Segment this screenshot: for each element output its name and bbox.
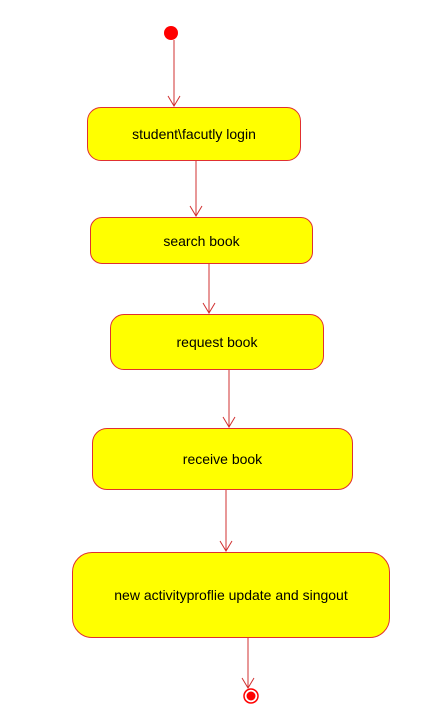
activity-label: search book	[163, 232, 240, 249]
edge-update-to-end	[241, 638, 255, 689]
activity-profile-update-signout: new activityproflie update and singout	[72, 552, 390, 638]
edge-start-to-login	[167, 40, 181, 107]
edge-receive-to-update	[219, 490, 233, 552]
final-node	[243, 688, 259, 704]
edge-login-to-search	[189, 161, 203, 217]
initial-node	[164, 26, 178, 40]
edge-search-to-request	[202, 264, 216, 314]
activity-student-faculty-login: student\facutly login	[87, 107, 301, 161]
activity-label: receive book	[182, 451, 263, 467]
activity-request-book: request book	[110, 314, 324, 370]
edge-request-to-receive	[222, 370, 236, 428]
activity-label: request book	[176, 334, 258, 350]
activity-search-book: search book	[90, 217, 313, 264]
activity-label: new activityproflie update and singout	[114, 587, 348, 603]
activity-receive-book: receive book	[92, 428, 353, 490]
activity-label: student\facutly login	[132, 126, 256, 142]
